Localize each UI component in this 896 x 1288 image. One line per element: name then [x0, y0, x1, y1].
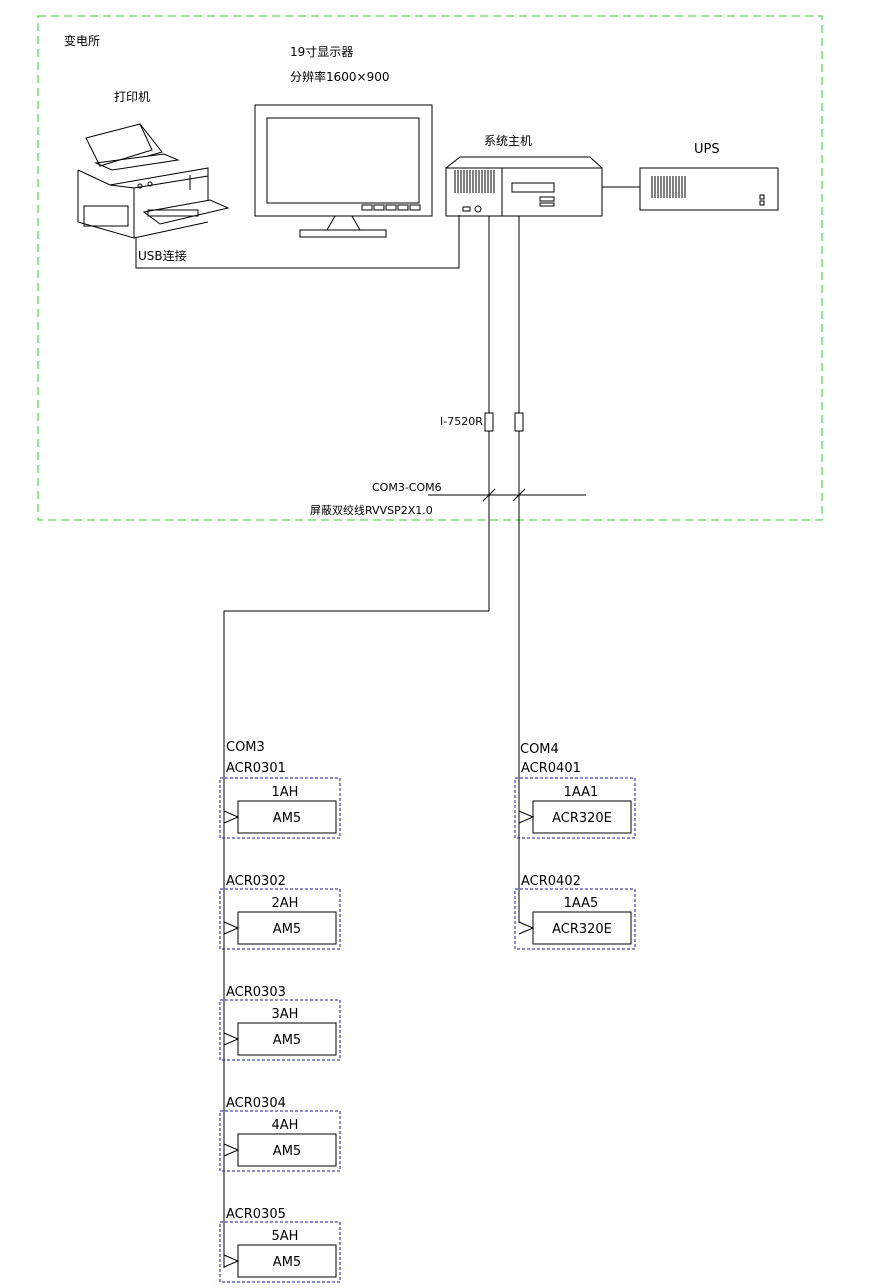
device-address: ACR0303 [226, 985, 286, 1000]
meter-model: AM5 [273, 1255, 301, 1270]
device-frame [514, 777, 636, 839]
ups-icon [639, 167, 779, 211]
device-address: ACR0302 [226, 874, 286, 889]
cabinet-label: 2AH [272, 896, 299, 911]
cabinet-label: 1AH [272, 785, 299, 800]
tap-line [223, 810, 240, 824]
com4-device: ACR0402 1AA5 ACR320E [514, 874, 636, 950]
device-address: ACR0402 [521, 874, 581, 889]
com4-label: COM4 [520, 742, 559, 757]
converter-label: I-7520R [440, 415, 483, 428]
substation-boundary [37, 15, 823, 521]
meter-model: ACR320E [552, 811, 612, 826]
com3-device: ACR0304 4AH AM5 [219, 1096, 341, 1172]
meter-model: AM5 [273, 922, 301, 937]
device-frame [219, 1221, 341, 1283]
usb-label: USB连接 [138, 248, 187, 263]
device-address: ACR0401 [521, 761, 581, 776]
substation-label: 变电所 [64, 33, 100, 48]
com3-device: ACR0301 1AH AM5 [219, 761, 341, 839]
device-frame [514, 888, 636, 950]
com3-device: ACR0305 5AH AM5 [219, 1207, 341, 1283]
device-frame [219, 777, 341, 839]
meter-model: AM5 [273, 1144, 301, 1159]
monitor-resolution: 分辨率1600×900 [290, 69, 390, 84]
monitor-icon [254, 104, 433, 238]
usb-cable [135, 215, 460, 269]
device-frame [219, 1110, 341, 1172]
meter-model: ACR320E [552, 922, 612, 937]
host-vent-icon [454, 170, 495, 193]
com4-device: ACR0401 1AA1 ACR320E [514, 761, 636, 839]
device-frame [219, 999, 341, 1061]
printer-label: 打印机 [114, 90, 150, 104]
ups-vent-icon [651, 176, 686, 198]
tap-line [518, 810, 535, 824]
cabinet-label: 3AH [272, 1007, 299, 1022]
monitor-title: 19寸显示器 [290, 45, 353, 59]
cabinet-label: 5AH [272, 1229, 299, 1244]
bus-ports-label: COM3-COM6 [372, 481, 442, 494]
tap-line [223, 1254, 240, 1268]
printer-icon [77, 123, 230, 239]
tap-line [518, 921, 535, 935]
meter-model: AM5 [273, 811, 301, 826]
device-address: ACR0304 [226, 1096, 286, 1111]
device-frame [219, 888, 341, 950]
meter-model: AM5 [273, 1033, 301, 1048]
tap-line [223, 1032, 240, 1046]
ups-label: UPS [694, 142, 720, 157]
host-computer-icon [445, 156, 603, 217]
tap-line [223, 1143, 240, 1157]
serial-lines [223, 216, 586, 1268]
bus-cable-label: 屏蔽双绞线RVVSP2X1.0 [310, 503, 433, 517]
host-label: 系统主机 [484, 134, 532, 148]
com3-device: ACR0303 3AH AM5 [219, 985, 341, 1061]
device-address: ACR0305 [226, 1207, 286, 1222]
device-address: ACR0301 [226, 761, 286, 776]
cabinet-label: 1AA5 [564, 896, 599, 911]
com3-label: COM3 [226, 740, 265, 755]
tap-line [223, 921, 240, 935]
cabinet-label: 1AA1 [564, 785, 599, 800]
cabinet-label: 4AH [272, 1118, 299, 1133]
com3-device: ACR0302 2AH AM5 [219, 874, 341, 950]
